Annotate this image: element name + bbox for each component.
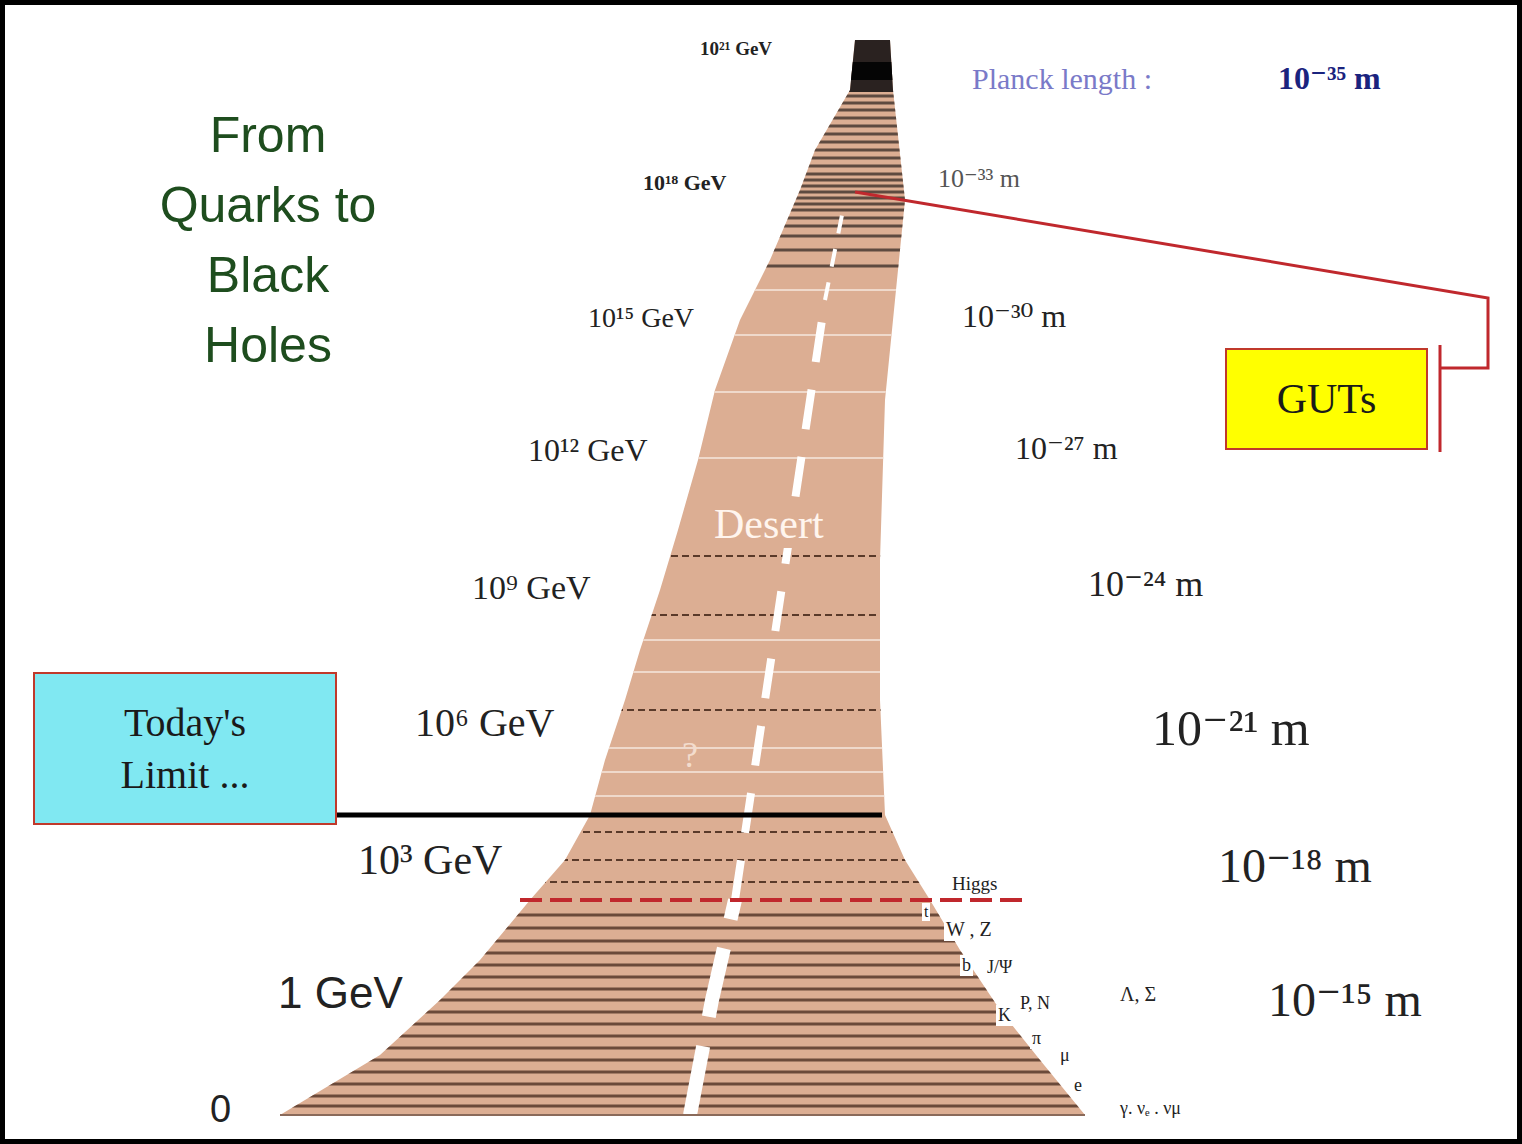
scale-label: b	[960, 955, 973, 976]
scale-label: Λ, Σ	[1120, 983, 1156, 1006]
scale-label: 10²¹ GeV	[700, 38, 772, 60]
scale-label: 10⁻³³ m	[938, 164, 1020, 194]
scale-label: 10⁻³⁰ m	[962, 298, 1066, 335]
scale-label: W , Z	[944, 918, 994, 941]
scale-label: 10¹² GeV	[528, 432, 648, 469]
scale-label: 10⁻¹⁸ m	[1218, 838, 1372, 893]
scale-label: e	[1072, 1075, 1084, 1096]
scale-label: 10⁻²⁴ m	[1088, 564, 1203, 605]
scale-label: P, N	[1018, 993, 1052, 1014]
scale-label: Higgs	[950, 873, 999, 895]
callout-box: GUTs	[1225, 348, 1428, 450]
scale-label: Planck length :	[972, 62, 1152, 97]
limit-line	[337, 813, 882, 818]
scale-label: μ	[1058, 1045, 1072, 1066]
box-text: Today's Limit ...	[90, 697, 280, 801]
scale-label: Desert	[712, 500, 826, 548]
scale-label: K	[996, 1005, 1013, 1026]
scale-label: 10⁶ GeV	[415, 700, 554, 746]
scale-label: 10⁻²¹ m	[1152, 700, 1310, 758]
scale-label: 10³ GeV	[358, 836, 502, 884]
road-base	[280, 1114, 1085, 1116]
scale-label: J/Ψ	[985, 957, 1014, 978]
leader-line	[855, 192, 1488, 368]
scale-label: t	[922, 903, 930, 921]
scale-label: 10⁻¹⁵ m	[1268, 972, 1422, 1027]
scale-label: γ. νₑ . νμ	[1120, 1098, 1181, 1119]
scale-label: 10⁹ GeV	[472, 568, 591, 607]
scale-label: 10¹⁸ GeV	[643, 170, 726, 195]
scale-label: π	[1030, 1028, 1043, 1049]
road-lines	[0, 38, 1522, 1115]
scale-label: 10⁻²⁷ m	[1015, 430, 1118, 467]
scale-label: 1 GeV	[278, 968, 403, 1019]
higgs-line	[520, 898, 1030, 902]
box-text: GUTs	[1277, 372, 1377, 427]
frame	[3, 3, 1520, 1142]
callout-box: Today's Limit ...	[33, 672, 337, 825]
title: From Quarks to Black Holes	[148, 100, 388, 380]
scale-label: 10¹⁵ GeV	[588, 302, 694, 334]
scale-label: 0	[210, 1088, 231, 1132]
scale-label: 10⁻³⁵ m	[1278, 60, 1381, 97]
bracket	[1439, 345, 1442, 452]
scale-label: ?	[682, 735, 698, 776]
